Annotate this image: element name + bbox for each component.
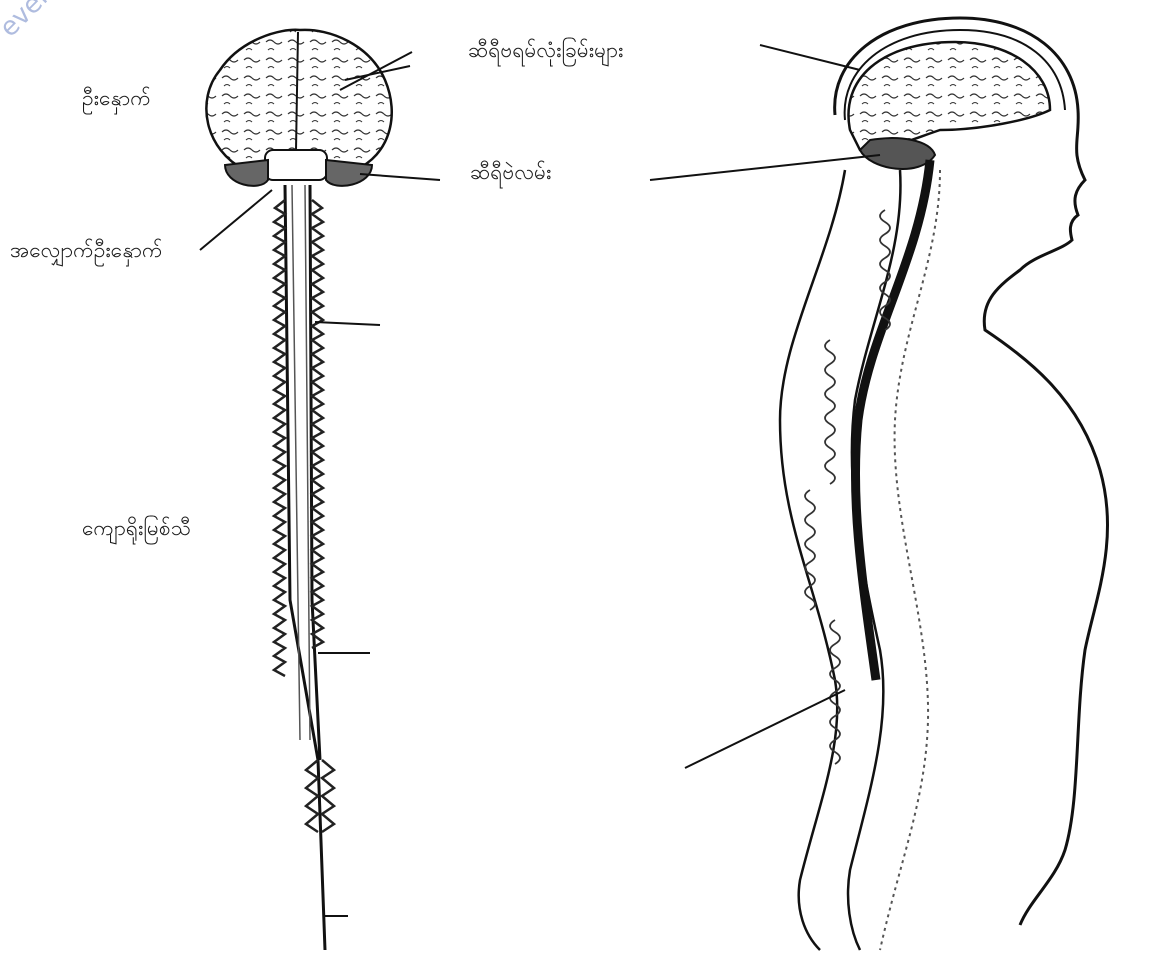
brain-side — [848, 42, 1050, 150]
spinal-nerves-left — [274, 200, 285, 676]
leader-hemispheres-side — [760, 45, 860, 70]
spinal-cord-side — [855, 160, 930, 680]
leader-spine-side — [685, 690, 845, 768]
vertebrae-squiggles — [805, 210, 890, 764]
side-view-figure — [650, 18, 1108, 950]
label-spinal-cord: ကျောရိုးမြစ်သီ — [82, 518, 191, 539]
front-view-figure — [200, 30, 440, 950]
label-brain: ဦးနှောက် — [82, 88, 151, 109]
leader-cerebellum-left — [360, 174, 440, 180]
leader-spinal-1 — [315, 322, 380, 325]
cerebellum-right — [326, 160, 372, 186]
label-medulla: အလျှောက်ဦးနှောက် — [10, 240, 163, 261]
dotted-back-line — [880, 170, 940, 950]
spinal-cord-front — [285, 185, 325, 950]
leader-medulla — [200, 190, 272, 250]
brain-front-outline — [206, 30, 391, 170]
label-cerebellum: ဆီရီဗဲလမ်း — [470, 162, 551, 183]
label-cerebral-hemispheres: ဆီရီဗရမ်လုံးခြမ်းများ — [468, 40, 623, 61]
cerebellum-side — [860, 138, 935, 169]
leader-cerebellum-side — [650, 155, 880, 180]
spinal-nerves-right — [312, 200, 323, 648]
brainstem — [265, 150, 327, 180]
cerebellum-left — [225, 160, 268, 186]
